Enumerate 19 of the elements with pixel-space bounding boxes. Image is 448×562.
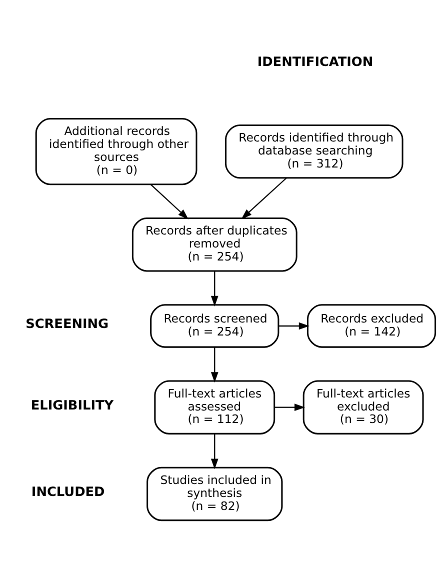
node-box: Full-text articles assessed (n = 112) — [154, 380, 276, 434]
label: SCREENING — [26, 316, 109, 332]
node-box: Records excluded (n = 142) — [306, 304, 436, 348]
node-box: Full-text articles excluded (n = 30) — [302, 380, 424, 434]
node-box: Records after duplicates removed (n = 254) — [132, 217, 298, 272]
node-box: Studies included in synthesis (n = 82) — [146, 466, 283, 521]
arrow — [210, 270, 218, 306]
arrow — [150, 184, 189, 219]
arrow — [210, 346, 218, 382]
label: INCLUDED — [31, 484, 105, 500]
arrow — [274, 403, 306, 411]
label: ELIGIBILITY — [30, 398, 114, 413]
arrow — [210, 433, 218, 469]
node-box: Records screened (n = 254) — [150, 304, 280, 348]
node-box: Records identified through database searching (n = 312) — [225, 124, 404, 178]
node-box: Additional records identified through other sources (n = 0) — [35, 118, 198, 185]
label: IDENTIFICATION — [257, 54, 374, 70]
arrow — [241, 177, 287, 219]
arrow — [278, 322, 310, 330]
